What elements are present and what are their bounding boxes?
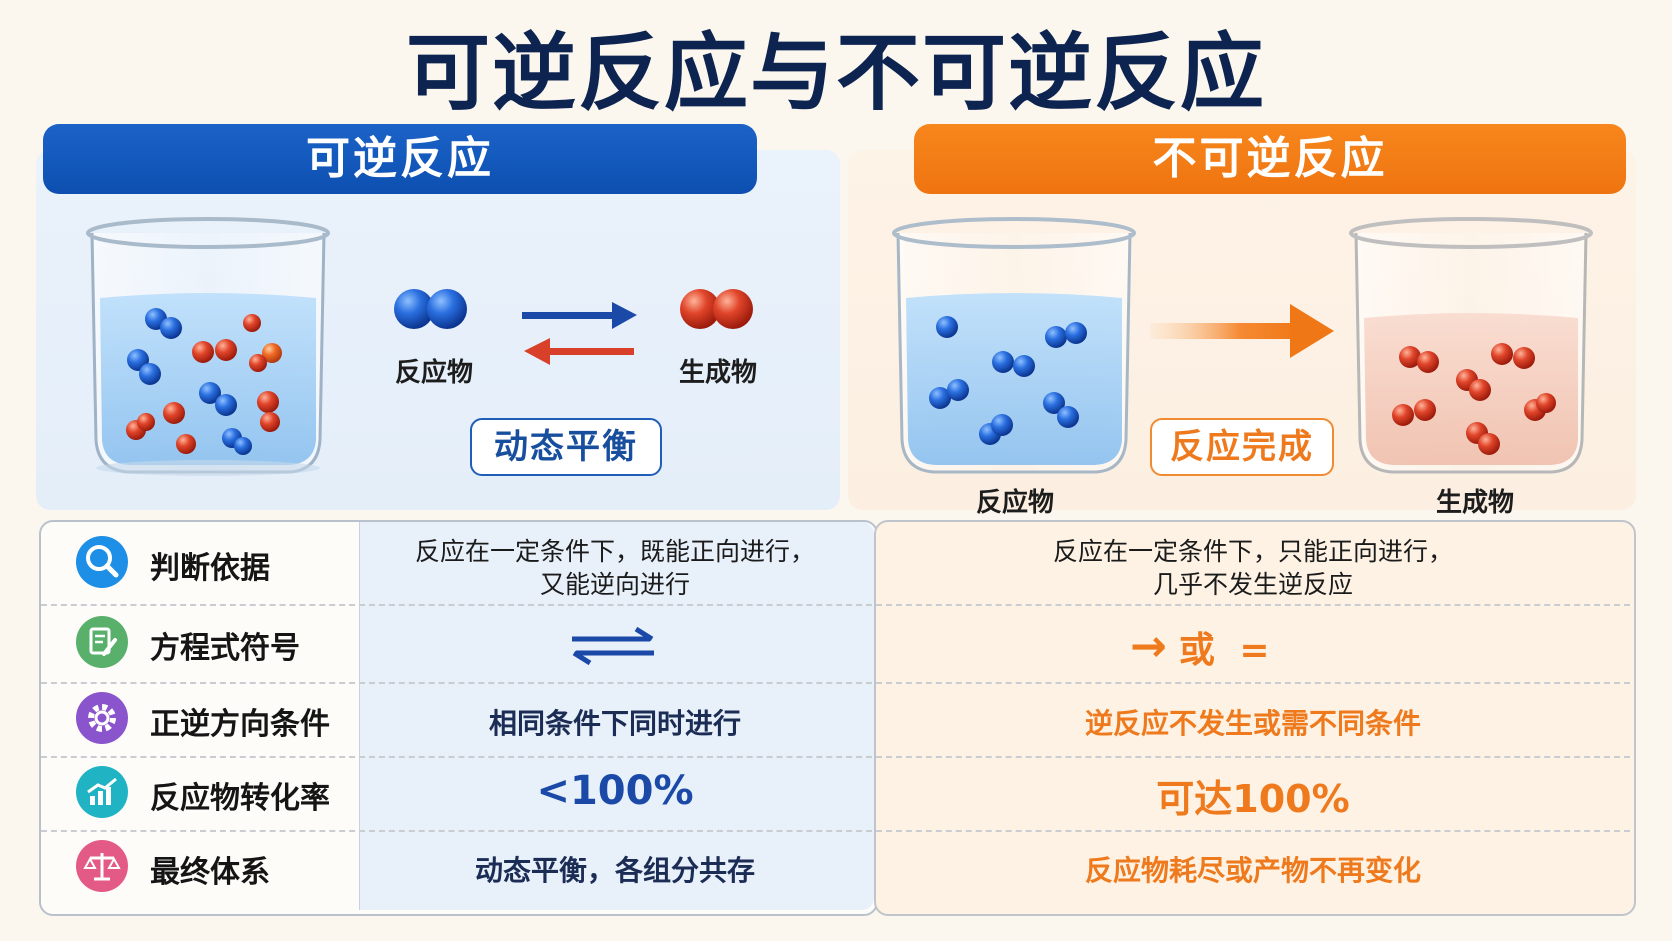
irreversible-banner: 不可逆反应 xyxy=(914,124,1626,194)
beaker-reactants xyxy=(892,217,1136,474)
irreversible-arrow-symbol: → xyxy=(1130,621,1167,672)
irreversible-reactant-label: 反应物 xyxy=(975,488,1054,518)
reversible-final: 动态平衡，各组分共存 xyxy=(474,854,755,887)
reversible-column xyxy=(359,522,874,910)
criterion-label-symbol: 方程式符号 xyxy=(150,631,300,666)
irreversible-symbol-text: 或 = xyxy=(1178,630,1276,671)
reversible-condition: 相同条件下同时进行 xyxy=(488,707,741,740)
magnifier-icon xyxy=(76,536,128,588)
irreversible-basis: 反应在一定条件下，只能正向进行， 几乎不发生逆反应 xyxy=(1052,537,1453,599)
reversible-basis: 反应在一定条件下，既能正向进行， 又能逆向进行 xyxy=(414,537,815,599)
reversible-symbol xyxy=(570,626,656,670)
product-label: 生成物 xyxy=(678,358,757,388)
forward-arrow-icon xyxy=(1150,304,1334,358)
illustration xyxy=(86,217,1593,476)
criterion-label-conversion: 反应物转化率 xyxy=(150,781,330,816)
equilibrium-arrows-icon xyxy=(522,302,637,365)
chart-icon xyxy=(76,766,128,818)
reaction-complete-tag: 反应完成 xyxy=(1150,418,1334,476)
dynamic-equilibrium-tag: 动态平衡 xyxy=(470,418,662,476)
gear-icon xyxy=(76,692,128,744)
reactant-label: 反应物 xyxy=(394,358,473,388)
irreversible-condition: 逆反应不发生或需不同条件 xyxy=(1084,707,1421,740)
reactant-molecule-icon xyxy=(394,289,467,329)
reversible-conversion: <100% xyxy=(536,768,694,814)
balance-scale-icon xyxy=(76,840,128,892)
irreversible-conversion: 可达100% xyxy=(1156,777,1350,821)
main-title: 可逆反应与不可逆反应 xyxy=(405,24,1266,122)
irreversible-column xyxy=(874,520,1636,916)
criterion-label-final: 最终体系 xyxy=(150,855,270,890)
irreversible-product-label: 生成物 xyxy=(1435,488,1514,518)
irreversible-symbol: → 或 = xyxy=(1130,621,1276,672)
criterion-label-basis: 判断依据 xyxy=(150,551,270,586)
document-pencil-icon xyxy=(76,616,128,668)
beaker-products xyxy=(1349,217,1593,474)
irreversible-final: 反应物耗尽或产物不再变化 xyxy=(1084,854,1421,887)
beaker-reversible xyxy=(86,217,330,476)
product-molecule-icon xyxy=(680,289,753,329)
reversible-banner: 可逆反应 xyxy=(43,124,757,194)
criterion-label-condition: 正逆方向条件 xyxy=(150,707,330,742)
